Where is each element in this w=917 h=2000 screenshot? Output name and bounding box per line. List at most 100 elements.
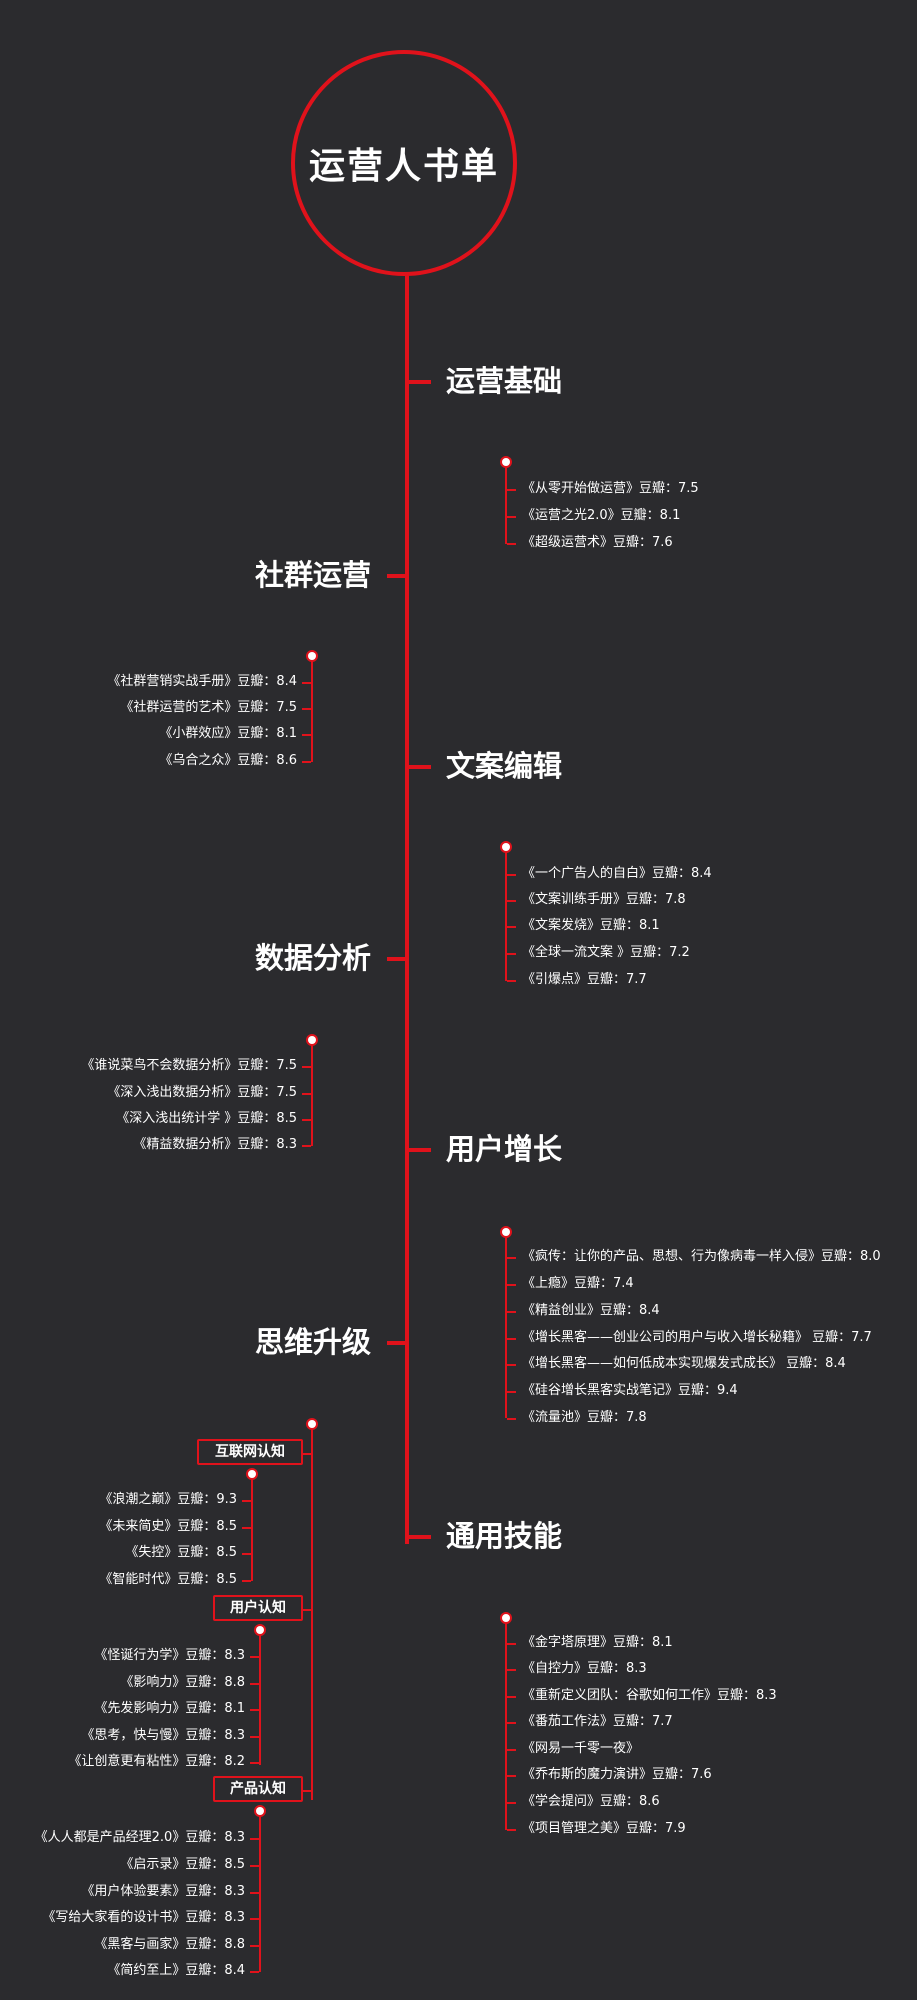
book-line-user: [259, 1631, 261, 1765]
tick: [507, 874, 516, 876]
book-item: 《未来简史》豆瓣：8.5: [99, 1519, 237, 1534]
tick: [507, 926, 516, 928]
book-line-shequn: [311, 656, 313, 762]
node-dot: [256, 1807, 264, 1815]
book-item: 《简约至上》豆瓣：8.4: [107, 1963, 245, 1978]
tick: [507, 900, 516, 902]
tick: [507, 1311, 516, 1313]
tick: [302, 1145, 311, 1147]
tick: [507, 1775, 516, 1777]
book-item: 《从零开始做运营》豆瓣：7.5: [522, 481, 699, 496]
tick: [242, 1553, 251, 1555]
book-item: 《增长黑客——创业公司的用户与收入增长秘籍》 豆瓣：7.7: [522, 1330, 872, 1345]
book-line-tongyong: [505, 1618, 507, 1830]
tick: [250, 1838, 259, 1840]
tick: [242, 1580, 251, 1582]
node-dot: [308, 1420, 316, 1428]
book-item: 《谁说菜鸟不会数据分析》豆瓣：7.5: [81, 1058, 297, 1073]
branch-tick-shequn: [387, 574, 405, 578]
tick: [507, 1338, 516, 1340]
tick: [507, 1284, 516, 1286]
book-item: 《文案训练手册》豆瓣：7.8: [522, 892, 686, 907]
book-item: 《黑客与画家》豆瓣：8.8: [94, 1937, 245, 1952]
book-item: 《失控》豆瓣：8.5: [125, 1545, 237, 1560]
node-dot: [502, 1228, 510, 1236]
main-trunk-line: [405, 274, 409, 1544]
tick: [250, 1736, 259, 1738]
book-item: 《引爆点》豆瓣：7.7: [522, 972, 647, 987]
book-item: 《学会提问》豆瓣：8.6: [522, 1794, 660, 1809]
tick: [302, 1609, 311, 1611]
book-item: 《深入浅出数据分析》豆瓣：7.5: [107, 1085, 297, 1100]
book-item: 《疯传：让你的产品、思想、行为像病毒一样入侵》豆瓣：8.0: [522, 1249, 881, 1264]
book-item: 《乌合之众》豆瓣：8.6: [159, 753, 297, 768]
book-item: 《思考，快与慢》豆瓣：8.3: [81, 1728, 245, 1743]
node-dot: [308, 1036, 316, 1044]
book-line-shuju: [311, 1040, 313, 1146]
tick: [302, 1119, 311, 1121]
tick: [302, 734, 311, 736]
book-item: 《让创意更有粘性》豆瓣：8.2: [68, 1754, 245, 1769]
book-item: 《自控力》豆瓣：8.3: [522, 1661, 647, 1676]
node-dot: [248, 1470, 256, 1478]
tick: [302, 1093, 311, 1095]
section-title-yunying: 运营基础: [446, 364, 563, 398]
tick: [507, 1802, 516, 1804]
section-title-siwei: 思维升级: [255, 1325, 372, 1359]
book-item: 《项目管理之美》豆瓣：7.9: [522, 1821, 686, 1836]
book-item: 《小群效应》豆瓣：8.1: [159, 726, 297, 741]
book-item: 《一个广告人的自白》豆瓣：8.4: [522, 866, 712, 881]
section-title-shequn: 社群运营: [255, 558, 372, 592]
book-item: 《社群运营的艺术》豆瓣：7.5: [120, 700, 297, 715]
tick: [302, 1790, 311, 1792]
section-title-wenan: 文案编辑: [446, 749, 563, 783]
book-item: 《文案发烧》豆瓣：8.1: [522, 918, 660, 933]
section-title-tongyong: 通用技能: [446, 1519, 563, 1553]
branch-tick-siwei: [387, 1341, 405, 1345]
book-item: 《用户体验要素》豆瓣：8.3: [81, 1884, 245, 1899]
book-item: 《精益数据分析》豆瓣：8.3: [133, 1137, 297, 1152]
book-item: 《增长黑客——如何低成本实现爆发式成长》 豆瓣：8.4: [522, 1356, 846, 1371]
book-item: 《影响力》豆瓣：8.8: [120, 1675, 245, 1690]
book-item: 《超级运营术》豆瓣：7.6: [522, 535, 673, 550]
book-item: 《浪潮之巅》豆瓣：9.3: [99, 1492, 237, 1507]
tick: [242, 1527, 251, 1529]
book-item: 《精益创业》豆瓣：8.4: [522, 1303, 660, 1318]
branch-tick-tongyong: [409, 1535, 431, 1539]
subcategory-internet: 互联网认知: [197, 1439, 303, 1465]
root-node: 运营人书单: [291, 50, 517, 276]
tick: [507, 953, 516, 955]
tick: [507, 1749, 516, 1751]
tick: [507, 1364, 516, 1366]
tick: [507, 1696, 516, 1698]
tick: [507, 543, 516, 545]
book-item: 《怪诞行为学》豆瓣：8.3: [94, 1648, 245, 1663]
node-dot: [502, 1614, 510, 1622]
tick: [507, 1643, 516, 1645]
tick: [507, 1391, 516, 1393]
tick: [507, 489, 516, 491]
book-item: 《社群营销实战手册》豆瓣：8.4: [107, 674, 297, 689]
tick: [250, 1656, 259, 1658]
branch-tick-shuju: [387, 957, 405, 961]
book-item: 《运营之光2.0》豆瓣：8.1: [522, 508, 681, 523]
book-item: 《深入浅出统计学 》豆瓣：8.5: [116, 1111, 297, 1126]
book-item: 《全球一流文案 》豆瓣：7.2: [522, 945, 690, 960]
book-line-zengzhang: [505, 1232, 507, 1418]
book-item: 《乔布斯的魔力演讲》豆瓣：7.6: [522, 1767, 712, 1782]
tick: [302, 761, 311, 763]
tick: [302, 1066, 311, 1068]
book-line-internet: [251, 1475, 253, 1581]
tick: [250, 1762, 259, 1764]
book-item: 《启示录》豆瓣：8.5: [120, 1857, 245, 1872]
tick: [507, 516, 516, 518]
tick: [250, 1892, 259, 1894]
book-line-product: [259, 1812, 261, 1972]
node-dot: [256, 1626, 264, 1634]
tick: [507, 1669, 516, 1671]
book-item: 《番茄工作法》豆瓣：7.7: [522, 1714, 673, 1729]
branch-tick-yunying: [409, 380, 431, 384]
tick: [507, 1257, 516, 1259]
tick: [250, 1945, 259, 1947]
branch-tick-wenan: [409, 765, 431, 769]
